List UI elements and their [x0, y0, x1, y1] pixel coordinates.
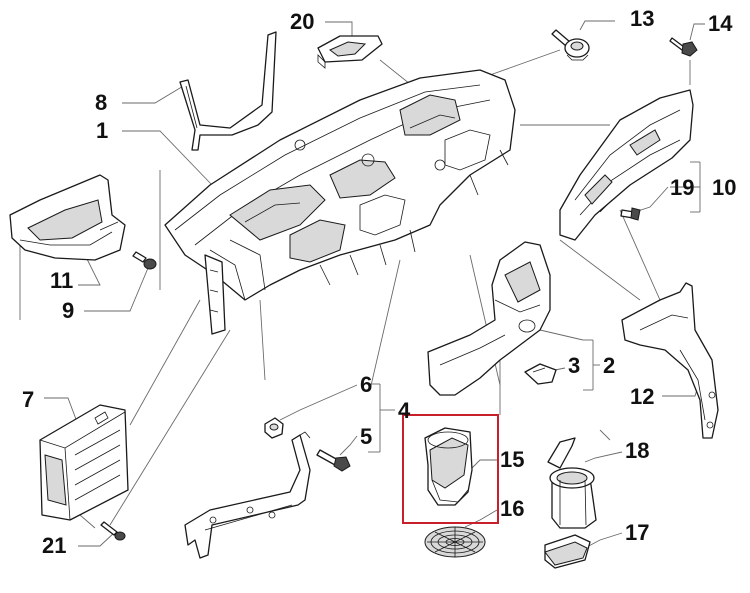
callout-label-20: 20 [290, 9, 315, 34]
part-19-screw [620, 207, 641, 221]
part-2-center-console-trim [427, 241, 551, 396]
part-3-clip [524, 363, 557, 385]
callout-label-10: 10 [712, 175, 737, 200]
callout-label-6: 6 [360, 372, 373, 397]
part-11-left-storage-panel [9, 174, 126, 261]
callout-label-5: 5 [360, 424, 373, 449]
callout-label-2: 2 [603, 353, 616, 378]
part-6-nut [264, 417, 284, 439]
part-14-bolt [669, 37, 698, 57]
part-12-right-side-bracket [621, 282, 719, 439]
leader-lines [19, 20, 705, 549]
part-4-lower-bracket [184, 431, 311, 559]
part-7-module-panel [39, 404, 129, 521]
part-16-mesh-grille [424, 526, 486, 558]
part-10-right-trim-panel [559, 89, 694, 241]
callout-label-1: 1 [96, 118, 109, 143]
callout-label-21: 21 [42, 533, 67, 558]
callout-label-18: 18 [625, 438, 650, 463]
part-18-ashtray-cup [547, 437, 597, 529]
dashboard-side-bracket [204, 254, 226, 335]
part-21-screw [100, 521, 126, 541]
callout-label-4: 4 [398, 398, 411, 423]
part-9-bolt [132, 251, 157, 270]
dashboard-main-body [164, 69, 516, 301]
part-13-screw-washer [551, 29, 590, 61]
part-15-cup-holder-insert [424, 427, 473, 506]
callout-label-16: 16 [500, 496, 525, 521]
callout-label-7: 7 [22, 387, 35, 412]
callout-label-19: 19 [670, 175, 695, 200]
callout-label-9: 9 [62, 298, 75, 323]
callout-label-15: 15 [500, 447, 525, 472]
callout-label-14: 14 [708, 11, 733, 36]
callout-label-3: 3 [568, 353, 581, 378]
part-8-frame-bracket [179, 31, 277, 151]
highlight-box [402, 414, 499, 524]
callout-label-12: 12 [630, 384, 655, 409]
part-20-clip [317, 35, 383, 69]
part-5-bolt [316, 449, 351, 472]
callout-label-13: 13 [630, 6, 655, 31]
callout-label-11: 11 [50, 268, 74, 293]
part-17-small-cover [544, 534, 591, 569]
callout-label-8: 8 [95, 90, 108, 115]
callout-label-17: 17 [625, 520, 650, 545]
